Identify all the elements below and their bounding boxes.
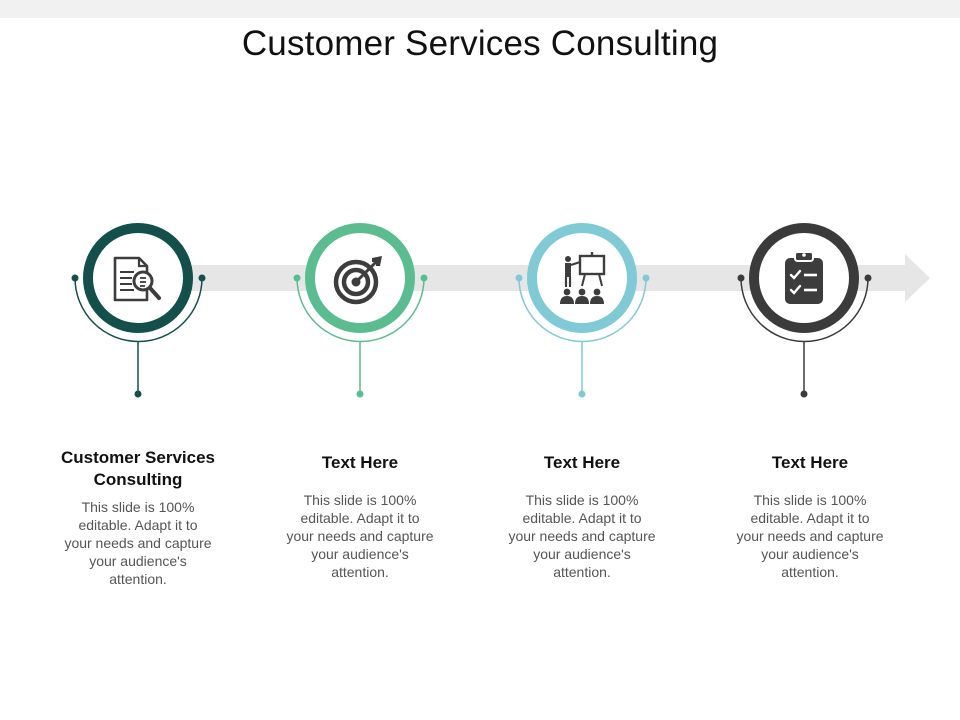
step-1: [71, 223, 206, 398]
clipboard-checklist-icon: [785, 251, 823, 304]
step-3-heading: Text Here: [543, 453, 621, 472]
step-1-arc: [74, 277, 203, 343]
step-4-arc: [740, 277, 869, 343]
step-3-ring: [527, 223, 637, 333]
step-3-description: This slide is 100% editable. Adapt it to…: [508, 492, 656, 580]
step-4-dot-right: [864, 274, 872, 282]
step-3-dot-bottom: [578, 390, 586, 398]
step-4-dot-bottom: [800, 390, 808, 398]
step-2-dot-bottom: [356, 390, 364, 398]
step-2: [293, 223, 428, 398]
step-1-dot-bottom: [134, 390, 142, 398]
step-3: [515, 223, 650, 398]
step-4-heading: Text Here: [771, 453, 849, 472]
step-4: [737, 223, 872, 398]
step-3-arc: [518, 277, 647, 343]
step-2-description: This slide is 100% editable. Adapt it to…: [286, 492, 434, 580]
step-3-dot-right: [642, 274, 650, 282]
step-1-dot-left: [71, 274, 79, 282]
top-band: [0, 0, 960, 18]
step-2-dot-left: [293, 274, 301, 282]
step-4-dot-left: [737, 274, 745, 282]
document-search-icon: [113, 256, 161, 302]
step-3-dot-left: [515, 274, 523, 282]
step-1-heading: Customer Services Consulting: [60, 448, 216, 489]
target-icon: [333, 256, 382, 305]
step-4-description: This slide is 100% editable. Adapt it to…: [736, 492, 884, 580]
presentation-icon: [560, 252, 606, 304]
step-2-arc: [296, 277, 425, 343]
step-2-dot-right: [420, 274, 428, 282]
step-1-description: This slide is 100% editable. Adapt it to…: [64, 499, 212, 587]
step-2-heading: Text Here: [321, 453, 399, 472]
step-1-dot-right: [198, 274, 206, 282]
slide-title: Customer Services Consulting: [241, 24, 719, 63]
